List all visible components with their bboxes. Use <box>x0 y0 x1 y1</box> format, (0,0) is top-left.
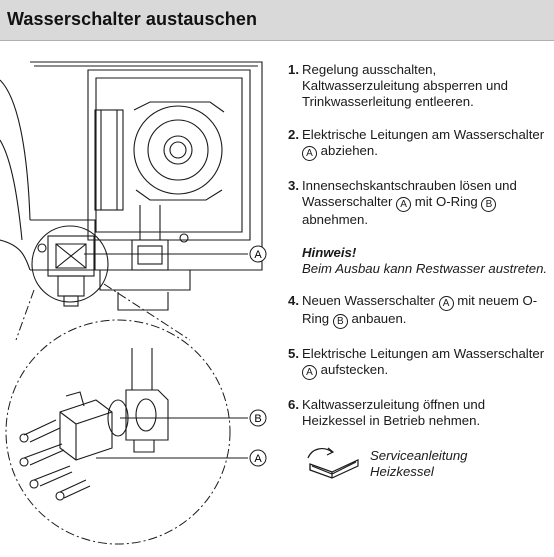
marker-a: A <box>302 146 317 161</box>
step-text-part: mit O-Ring <box>414 194 478 209</box>
step-text: Regelung ausschalten, Kaltwasserzuleitun… <box>302 62 508 109</box>
note-heading: Hinweis! <box>302 245 357 260</box>
note-text: Beim Ausbau kann Restwasser austreten. <box>302 261 548 276</box>
marker-a: A <box>302 365 317 380</box>
step-text: Neuen Wasserschalter A mit neuem O-Ring … <box>302 293 550 329</box>
title-bar: Wasserschalter austauschen <box>0 0 554 41</box>
step-number: 5. <box>288 346 299 361</box>
instruction-steps: 1. Regelung ausschalten, Kaltwasserzulei… <box>288 62 550 484</box>
step-6: 6. Kaltwasserzuleitung öffnen und Heizke… <box>288 397 550 429</box>
step-text: Innensechskantschrauben lösen und Wasser… <box>302 178 550 228</box>
step-number: 6. <box>288 397 299 412</box>
marker-b: B <box>332 314 348 329</box>
step-text: Kaltwasserzuleitung öffnen und Heizkesse… <box>302 397 486 428</box>
service-manual-reference: Serviceanleitung Heizkessel <box>302 444 550 484</box>
step-text: Elektrische Leitungen am Wasserschalter … <box>302 127 550 161</box>
step-4: 4. Neuen Wasserschalter A mit neuem O-Ri… <box>288 293 550 329</box>
callout-b: B <box>249 409 267 427</box>
book-icon <box>307 447 359 479</box>
step-text-part: aufstecken. <box>320 362 389 377</box>
step-text-part: Innensechskantschrauben lösen und Wasser… <box>302 178 517 209</box>
step-number: 1. <box>288 62 299 77</box>
reference-text: Serviceanleitung Heizkessel <box>370 448 468 480</box>
step-text-part: mit neuem O-Ring <box>302 293 538 326</box>
page-title: Wasserschalter austauschen <box>7 9 258 29</box>
step-text-part: abziehen. <box>320 143 378 158</box>
step-number: 4. <box>288 293 299 308</box>
step-3: 3. Innensechskantschrauben lösen und Was… <box>288 178 550 228</box>
step-text-part: abnehmen. <box>302 212 368 227</box>
step-text-part: Neuen Wasserschalter <box>302 293 435 308</box>
reference-line-2: Heizkessel <box>370 464 434 479</box>
svg-text:A: A <box>254 249 262 261</box>
step-text-part: Elektrische Leitungen am Wasserschalter <box>302 346 545 361</box>
step-1: 1. Regelung ausschalten, Kaltwasserzulei… <box>288 62 550 110</box>
note: Hinweis! Beim Ausbau kann Restwasser aus… <box>302 245 550 277</box>
step-number: 2. <box>288 127 299 142</box>
marker-b: B <box>481 197 497 212</box>
callout-a-top: A <box>249 245 267 263</box>
marker-a: A <box>396 197 412 212</box>
step-text: Elektrische Leitungen am Wasserschalter … <box>302 346 550 380</box>
boiler-drawing: A B A <box>0 61 267 545</box>
svg-text:A: A <box>254 453 262 465</box>
step-text-part: anbauen. <box>351 311 407 326</box>
step-2: 2. Elektrische Leitungen am Wasserschalt… <box>288 127 550 161</box>
step-text-part: Elektrische Leitungen am Wasserschalter <box>302 127 545 142</box>
step-number: 3. <box>288 178 299 193</box>
marker-a: A <box>438 296 454 311</box>
step-5: 5. Elektrische Leitungen am Wasserschalt… <box>288 346 550 380</box>
svg-text:B: B <box>254 413 261 425</box>
installation-illustration: A B A <box>0 40 290 552</box>
reference-line-1: Serviceanleitung <box>370 448 468 463</box>
callout-a-bottom: A <box>249 449 267 467</box>
